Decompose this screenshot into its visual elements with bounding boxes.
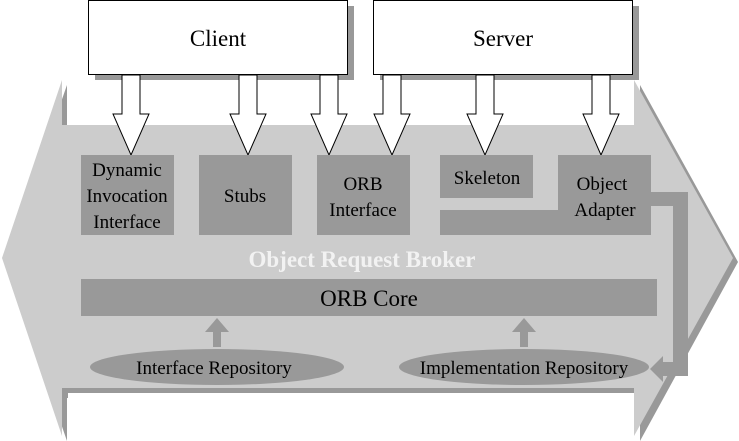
- implementation-repo-up-arrow: [512, 318, 536, 347]
- dii-label-line3: Interface: [93, 212, 161, 233]
- skeleton-box: [440, 155, 533, 198]
- down-arrows: [112, 74, 620, 157]
- object-adapter-box: [440, 155, 651, 235]
- orb-interface-label-line1: ORB: [343, 174, 382, 195]
- orb-core-label: ORB Core: [320, 286, 418, 311]
- arrow-client-to-orb-interface: [310, 74, 348, 157]
- orb-core: ORB Core: [81, 279, 657, 316]
- band-bottom-edge: [62, 388, 634, 393]
- dii-label-line2: Invocation: [86, 186, 168, 207]
- arrow-server-to-orb-interface: [373, 74, 411, 157]
- dii-box: [81, 155, 174, 235]
- implementation-repository-label: Implementation Repository: [420, 358, 629, 379]
- orb-core-bar: [81, 279, 657, 316]
- object-adapter-label-line1: Object: [577, 174, 628, 195]
- client-box-frame: [88, 0, 348, 75]
- arrow-client-to-stubs: [229, 74, 267, 157]
- arrow-client-to-dii: [112, 74, 150, 157]
- component-dii: Dynamic Invocation Interface: [81, 155, 174, 235]
- arrow-server-to-skeleton: [466, 74, 504, 157]
- interface-repository: Interface Repository: [90, 349, 344, 385]
- interface-repo-up-arrow: [205, 318, 229, 347]
- server-box-frame: [373, 0, 633, 75]
- interface-repository-ellipse: [90, 349, 344, 385]
- orb-interface-box: [317, 155, 410, 235]
- stubs-box: [199, 155, 292, 235]
- client-box: Client: [88, 0, 354, 80]
- adapter-to-impl-repo-arrow: [650, 192, 688, 382]
- component-object-adapter: Object Adapter: [440, 155, 651, 235]
- dii-label-line1: Dynamic: [92, 160, 162, 181]
- broker-title: Object Request Broker: [249, 247, 476, 272]
- object-adapter-label-line2: Adapter: [574, 200, 636, 221]
- orb-interface-label-line2: Interface: [329, 200, 397, 221]
- skeleton-label: Skeleton: [454, 168, 521, 189]
- interface-repository-label: Interface Repository: [136, 358, 292, 379]
- component-stubs: Stubs: [199, 155, 292, 235]
- client-label: Client: [190, 26, 247, 51]
- band-bottom-cutout: [68, 393, 634, 441]
- server-box: Server: [373, 0, 639, 80]
- implementation-repository-ellipse: [399, 349, 649, 385]
- band-body: [2, 80, 733, 436]
- stubs-label: Stubs: [224, 186, 266, 207]
- arrow-server-to-object-adapter: [582, 74, 620, 157]
- server-label: Server: [473, 26, 533, 51]
- implementation-repository: Implementation Repository: [399, 349, 649, 385]
- component-orb-interface: ORB Interface: [317, 155, 410, 235]
- component-skeleton: Skeleton: [440, 155, 533, 198]
